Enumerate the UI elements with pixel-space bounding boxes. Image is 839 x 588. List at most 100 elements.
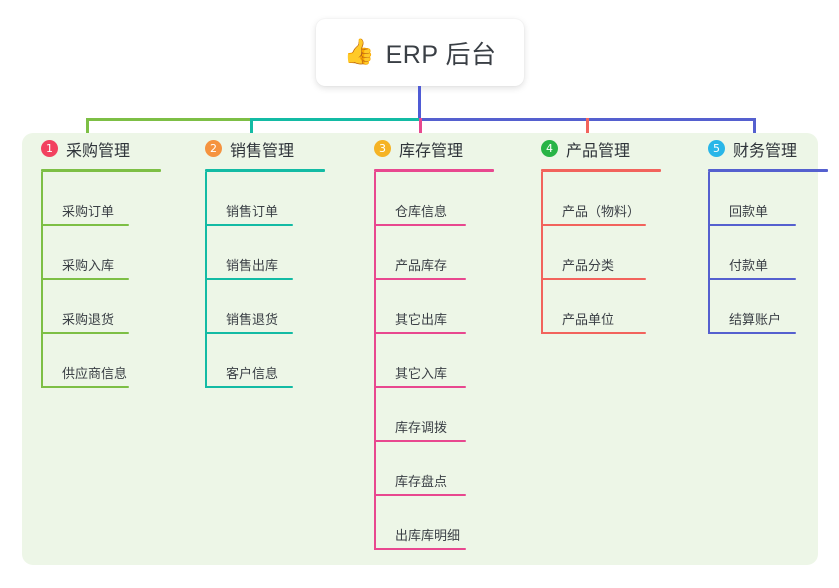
leaf-rule [205, 386, 293, 388]
leaf-label: 其它出库 [395, 312, 448, 327]
leaf-item[interactable]: 产品分类 [525, 226, 661, 280]
leaf-label: 客户信息 [226, 366, 279, 381]
leaf-label: 回款单 [729, 204, 769, 219]
leaf-label: 销售订单 [226, 204, 279, 219]
connector-drop-4 [586, 118, 589, 146]
branch-header-5[interactable]: 5 财务管理 [692, 133, 828, 164]
leaf-item[interactable]: 销售订单 [189, 172, 325, 226]
leaf-rule [541, 278, 646, 280]
leaf-list-1: 采购订单采购入库采购退货供应商信息 [25, 172, 161, 388]
root-title: ERP 后台 [385, 40, 497, 69]
connector-drop-3 [419, 118, 422, 146]
leaf-item[interactable]: 产品单位 [525, 280, 661, 334]
leaf-rule [708, 332, 796, 334]
branch-badge-3: 3 [374, 140, 391, 157]
leaf-label: 出库库明细 [395, 528, 461, 543]
root-node[interactable]: 👍 ERP 后台 [316, 19, 524, 86]
leaf-label: 销售出库 [226, 258, 279, 273]
leaf-rule [205, 332, 293, 334]
branch-title-3: 库存管理 [399, 142, 464, 160]
leaf-label: 仓库信息 [395, 204, 448, 219]
branch-badge-5: 5 [708, 140, 725, 157]
leaf-label: 付款单 [729, 258, 769, 273]
branch-title-4: 产品管理 [566, 142, 631, 160]
leaf-rule [541, 224, 646, 226]
branch-title-5: 财务管理 [733, 142, 798, 160]
leaf-rule [374, 548, 466, 550]
leaf-label: 采购入库 [62, 258, 115, 273]
leaf-item[interactable]: 其它出库 [358, 280, 494, 334]
leaf-list-2: 销售订单销售出库销售退货客户信息 [189, 172, 325, 388]
leaf-item[interactable]: 产品库存 [358, 226, 494, 280]
connector-drop-2 [250, 118, 253, 146]
leaf-label: 销售退货 [226, 312, 279, 327]
leaf-rule [708, 278, 796, 280]
leaf-label: 结算账户 [729, 312, 782, 327]
branch-rule-5 [708, 169, 828, 172]
leaf-item[interactable]: 采购退货 [25, 280, 161, 334]
branch-badge-1: 1 [41, 140, 58, 157]
branches-panel [22, 133, 818, 565]
leaf-rule [374, 278, 466, 280]
leaf-spine-1 [41, 172, 43, 388]
leaf-rule [541, 332, 646, 334]
leaf-item[interactable]: 其它入库 [358, 334, 494, 388]
connector-root-stem [418, 86, 421, 120]
leaf-item[interactable]: 采购入库 [25, 226, 161, 280]
leaf-rule [41, 224, 129, 226]
connector-bus-teal [250, 118, 422, 121]
leaf-rule [41, 332, 129, 334]
leaf-item[interactable]: 库存盘点 [358, 442, 494, 496]
leaf-rule [374, 224, 466, 226]
leaf-item[interactable]: 销售出库 [189, 226, 325, 280]
branch-column-5: 5 财务管理回款单付款单结算账户 [692, 133, 828, 334]
leaf-item[interactable]: 回款单 [692, 172, 828, 226]
leaf-label: 产品单位 [562, 312, 615, 327]
leaf-label: 库存调拨 [395, 420, 448, 435]
leaf-spine-5 [708, 172, 710, 334]
connector-drop-5 [753, 118, 756, 146]
leaf-rule [41, 386, 129, 388]
branch-badge-4: 4 [541, 140, 558, 157]
leaf-item[interactable]: 销售退货 [189, 280, 325, 334]
leaf-item[interactable]: 结算账户 [692, 280, 828, 334]
leaf-rule [374, 332, 466, 334]
branch-rule-4 [541, 169, 661, 172]
leaf-label: 其它入库 [395, 366, 448, 381]
branch-badge-2: 2 [205, 140, 222, 157]
leaf-rule [205, 224, 293, 226]
branch-column-3: 3 库存管理仓库信息产品库存其它出库其它入库库存调拨库存盘点出库库明细 [358, 133, 494, 550]
leaf-item[interactable]: 付款单 [692, 226, 828, 280]
leaf-item[interactable]: 采购订单 [25, 172, 161, 226]
leaf-label: 采购订单 [62, 204, 115, 219]
leaf-rule [205, 278, 293, 280]
leaf-label: 库存盘点 [395, 474, 448, 489]
leaf-item[interactable]: 供应商信息 [25, 334, 161, 388]
branch-header-4[interactable]: 4 产品管理 [525, 133, 661, 164]
leaf-item[interactable]: 客户信息 [189, 334, 325, 388]
branch-header-2[interactable]: 2 销售管理 [189, 133, 325, 164]
leaf-list-4: 产品（物料） 产品分类产品单位 [525, 172, 661, 334]
leaf-spine-2 [205, 172, 207, 388]
leaf-item[interactable]: 库存调拨 [358, 388, 494, 442]
branch-header-3[interactable]: 3 库存管理 [358, 133, 494, 164]
leaf-rule [374, 440, 466, 442]
connector-bus-green [86, 118, 253, 121]
branch-column-4: 4 产品管理产品（物料） 产品分类产品单位 [525, 133, 661, 334]
branch-column-2: 2 销售管理销售订单销售出库销售退货客户信息 [189, 133, 325, 388]
branch-title-2: 销售管理 [230, 142, 295, 160]
leaf-spine-4 [541, 172, 543, 334]
leaf-label: 产品库存 [395, 258, 448, 273]
branch-rule-2 [205, 169, 325, 172]
connector-drop-1 [86, 118, 89, 146]
leaf-rule [708, 224, 796, 226]
leaf-label: 采购退货 [62, 312, 115, 327]
leaf-item[interactable]: 产品（物料） [525, 172, 661, 226]
leaf-item[interactable]: 仓库信息 [358, 172, 494, 226]
leaf-label: 产品（物料） [562, 204, 641, 219]
branch-rule-3 [374, 169, 494, 172]
leaf-item[interactable]: 出库库明细 [358, 496, 494, 550]
